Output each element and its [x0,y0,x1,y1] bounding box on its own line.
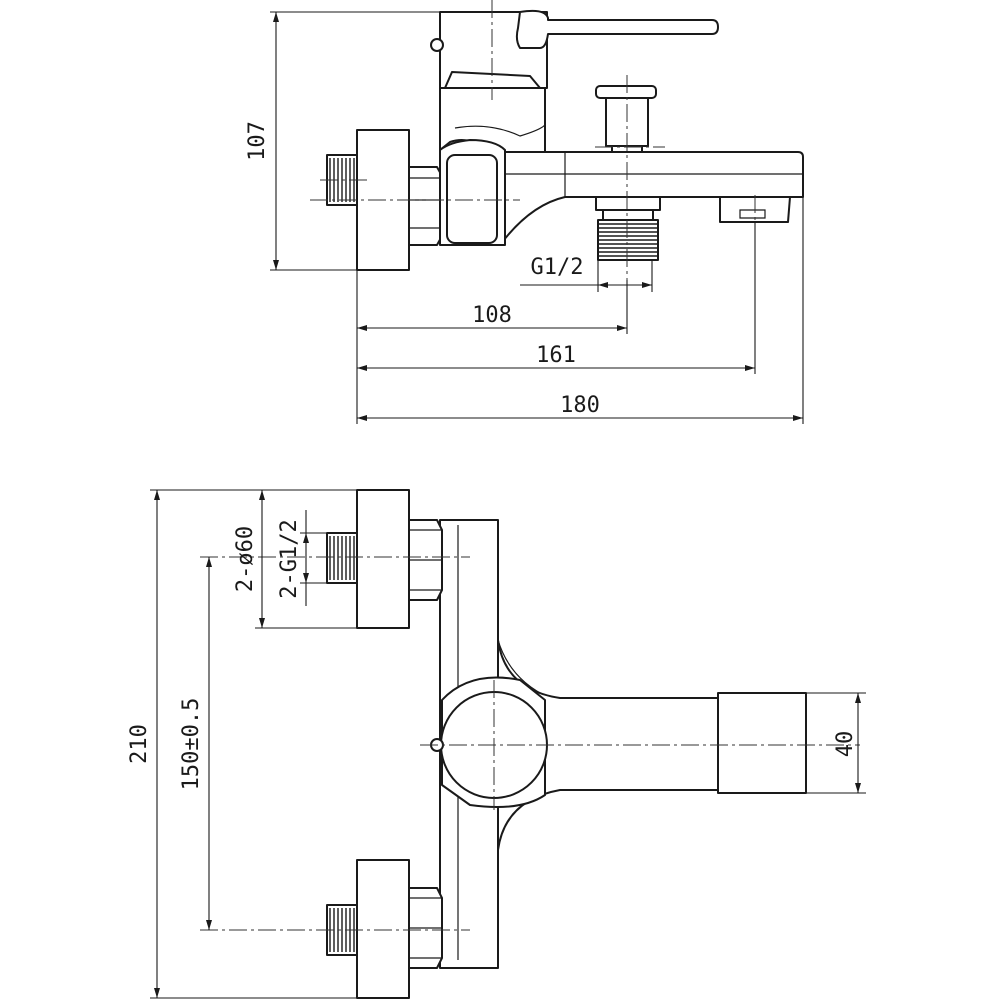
dim-inlet-diameter: 2-ø60 [233,526,258,592]
dim-length-161: 161 [536,343,576,368]
top-view [200,489,860,999]
side-spout [489,151,804,246]
side-outlet-thread [595,196,661,261]
side-hex-nut [408,166,443,246]
dim-spout-width: 40 [833,731,858,758]
dim-length-108: 108 [472,303,512,328]
dim-height-210: 210 [127,724,152,764]
dim-inlet-spacing: 150±0.5 [179,698,204,791]
top-view-dimensions: 210 150±0.5 2-ø60 2-G1/2 40 [127,489,866,999]
dim-inlet-thread: 2-G1/2 [277,519,302,598]
dim-height-107: 107 [245,121,270,161]
side-view [310,0,804,280]
dim-outlet-thread: G1/2 [531,255,584,280]
side-lever-handle [430,9,719,89]
side-diverter-knob [595,85,657,153]
top-inlet-lower [326,859,443,999]
dim-length-180: 180 [560,393,600,418]
top-inlet-upper [326,489,443,629]
side-mixer-body [439,87,546,246]
top-mixer-disc [430,676,548,808]
side-view-dimensions: 107 G1/2 108 161 180 [245,11,804,424]
